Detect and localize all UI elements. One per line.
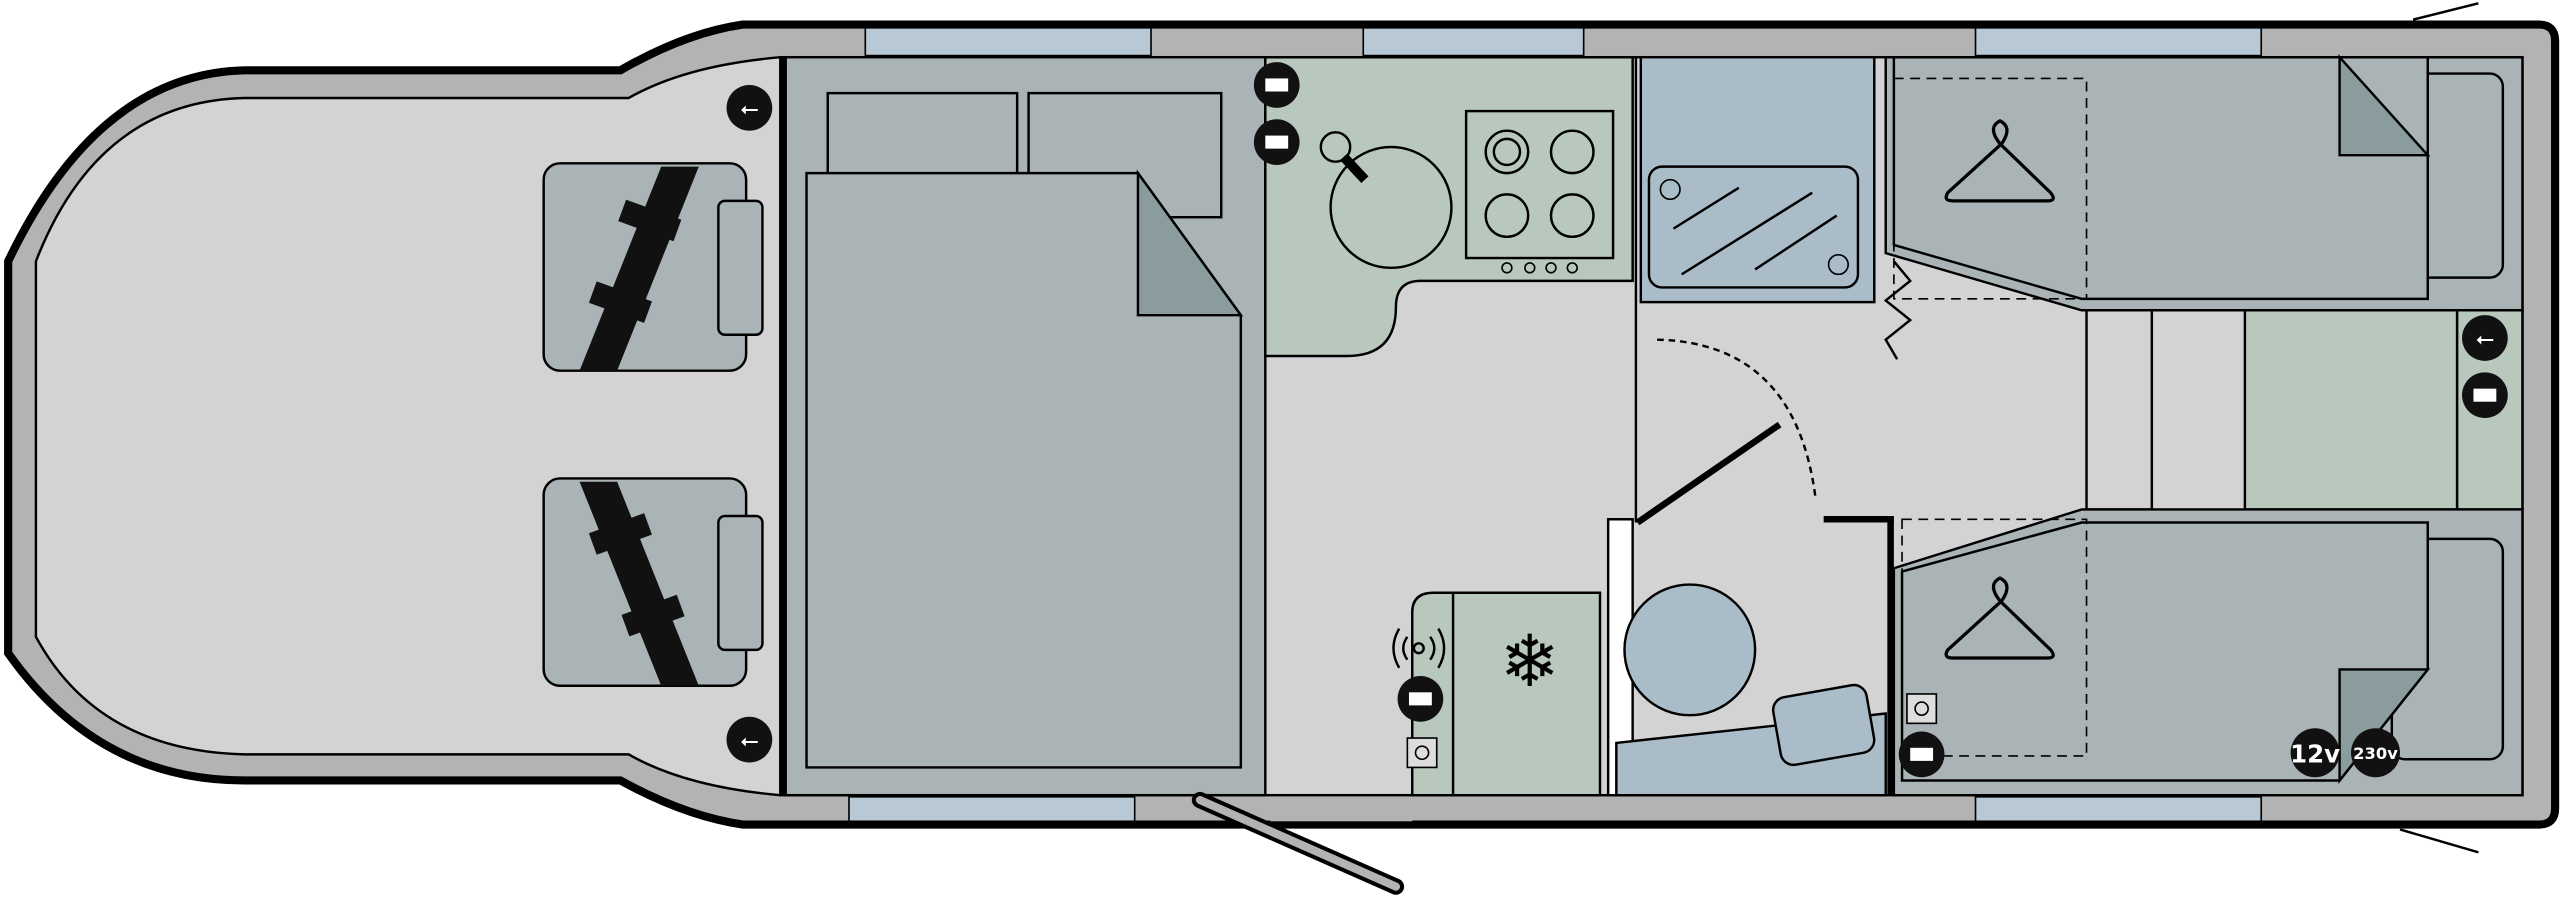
shower: [1639, 55, 1876, 304]
mains-socket-icon: [1397, 675, 1444, 722]
window: [1974, 27, 2263, 57]
hanger-icon: [1944, 576, 2055, 660]
window: [864, 27, 1152, 57]
230v-label: 230v: [2353, 744, 2398, 763]
window: [1362, 27, 1585, 57]
duvet-fold: [1136, 169, 1244, 317]
230v-socket-badge: 230v: [2351, 728, 2400, 778]
cab-seat-passenger: [542, 477, 764, 688]
pillow: [826, 91, 1019, 176]
duvet: [805, 171, 1243, 769]
mains-socket-icon: [1253, 119, 1300, 165]
rear-cabinets: [2085, 309, 2524, 511]
hob-icon: [1464, 109, 1615, 274]
windows: [848, 27, 2263, 823]
rear-single-bed-bottom: [1892, 508, 2524, 797]
mains-socket-icon: [2462, 372, 2508, 419]
basin: [1771, 683, 1876, 767]
window: [1974, 795, 2263, 823]
usb-socket-icon: ⭠: [726, 84, 773, 131]
window: [848, 795, 1136, 823]
usb-socket-icon: ⭠: [2462, 315, 2508, 361]
wardrobe-outline: [1893, 77, 2088, 300]
washroom-door: [1635, 421, 1782, 526]
cab-seat-driver: [542, 162, 764, 372]
snowflake-icon: ❄: [1500, 619, 1560, 703]
front-double-bed: [780, 55, 1267, 797]
mains-socket-icon: [1253, 62, 1300, 108]
svg-text:⭠: ⭠: [740, 96, 758, 122]
washroom: [1606, 57, 1894, 797]
mains-socket-icon: [1898, 731, 1945, 778]
toilet: [1623, 583, 1757, 717]
door-swing-arrow-icon: [1657, 338, 1817, 499]
svg-text:⭠: ⭠: [740, 728, 758, 754]
rear-single-bed-top: [1883, 54, 2524, 360]
12v-label: 12v: [2290, 740, 2340, 769]
svg-text:⭠: ⭠: [2476, 326, 2494, 352]
wardrobe-outline: [1901, 518, 2088, 757]
usb-socket-icon: ⭠: [726, 716, 773, 763]
entrance-threshold: [1270, 796, 1413, 822]
tv-point-icon: [1906, 693, 1938, 725]
fridge: ❄: [1411, 591, 1602, 797]
wireless-charger-icon: [1392, 628, 1446, 669]
tv-point-icon: [1406, 737, 1438, 769]
12v-socket-badge: 12v: [2290, 728, 2340, 778]
hanger-icon: [1944, 119, 2055, 203]
kitchen: [1264, 55, 1634, 358]
